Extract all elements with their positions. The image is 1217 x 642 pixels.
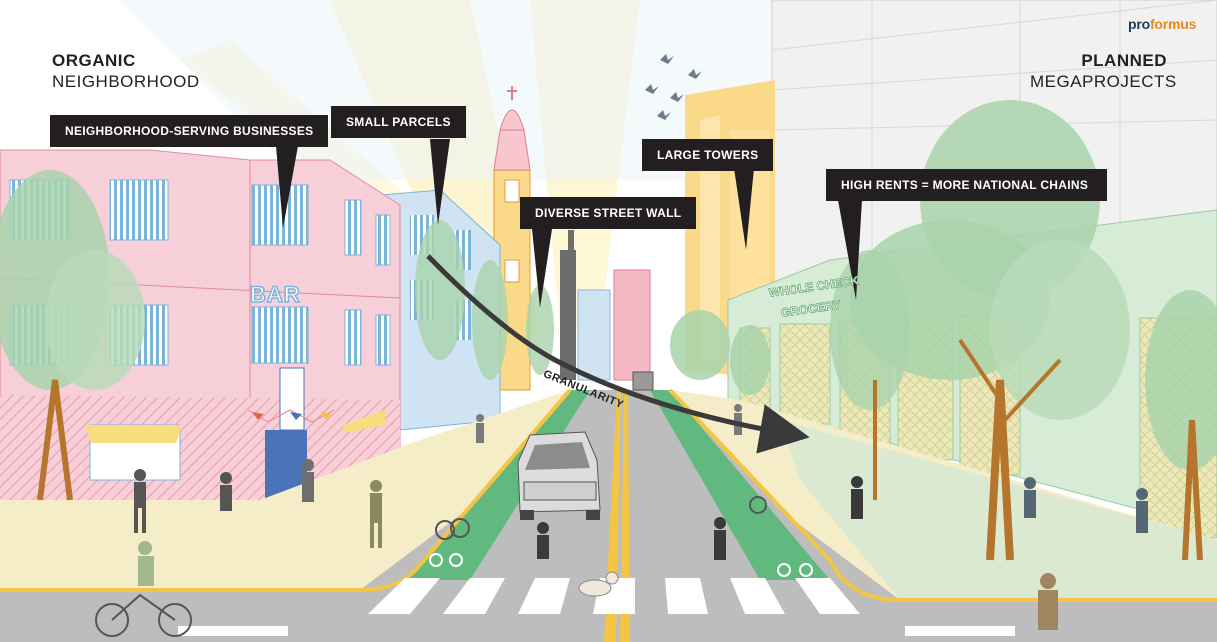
left-heading-line2: NEIGHBORHOOD — [52, 72, 200, 91]
distant-car — [632, 371, 654, 391]
birds — [645, 54, 702, 120]
cyclists — [95, 496, 767, 637]
left-curb — [0, 388, 572, 592]
callout-high-rents: HIGH RENTS = MORE NATIONAL CHAINS — [826, 169, 1107, 201]
planned-megaprojects-heading: PLANNED MEGAPROJECTS — [1030, 50, 1177, 92]
right-bike-lane — [650, 390, 830, 580]
crosswalk — [368, 578, 860, 614]
brand-logo: proformus — [1128, 16, 1196, 32]
car — [517, 431, 601, 520]
bar-banner — [279, 367, 305, 431]
granularity-arrow — [426, 254, 810, 454]
distant-tower-silhouette — [560, 250, 576, 380]
storefront-awning — [85, 425, 182, 443]
callout-large-towers: LARGE TOWERS — [642, 139, 774, 171]
bar-sign: BAR — [249, 281, 301, 308]
callout-small-parcels: SMALL PARCELS — [331, 106, 466, 138]
callout-pointers — [276, 139, 862, 308]
callout-diverse-street-wall: DIVERSE STREET WALL — [520, 197, 697, 229]
dog — [578, 571, 619, 597]
organic-neighborhood-heading: ORGANIC NEIGHBORHOOD — [52, 50, 200, 92]
callout-neighborhood-businesses: NEIGHBORHOOD-SERVING BUSINESSES — [50, 115, 329, 147]
left-sidewalk — [0, 390, 570, 590]
cyclist-rider — [138, 541, 154, 586]
right-heading-line2: MEGAPROJECTS — [1030, 72, 1177, 91]
brand-logo-part1: pro — [1128, 16, 1150, 32]
brand-logo-part2: formus — [1149, 16, 1197, 32]
pedestrians — [134, 404, 1148, 630]
trees-left — [0, 170, 554, 501]
right-curb — [668, 388, 1217, 602]
right-heading-line1: PLANNED — [1081, 51, 1167, 70]
distant-pink-building — [613, 269, 651, 381]
left-heading-line1: ORGANIC — [52, 51, 136, 70]
